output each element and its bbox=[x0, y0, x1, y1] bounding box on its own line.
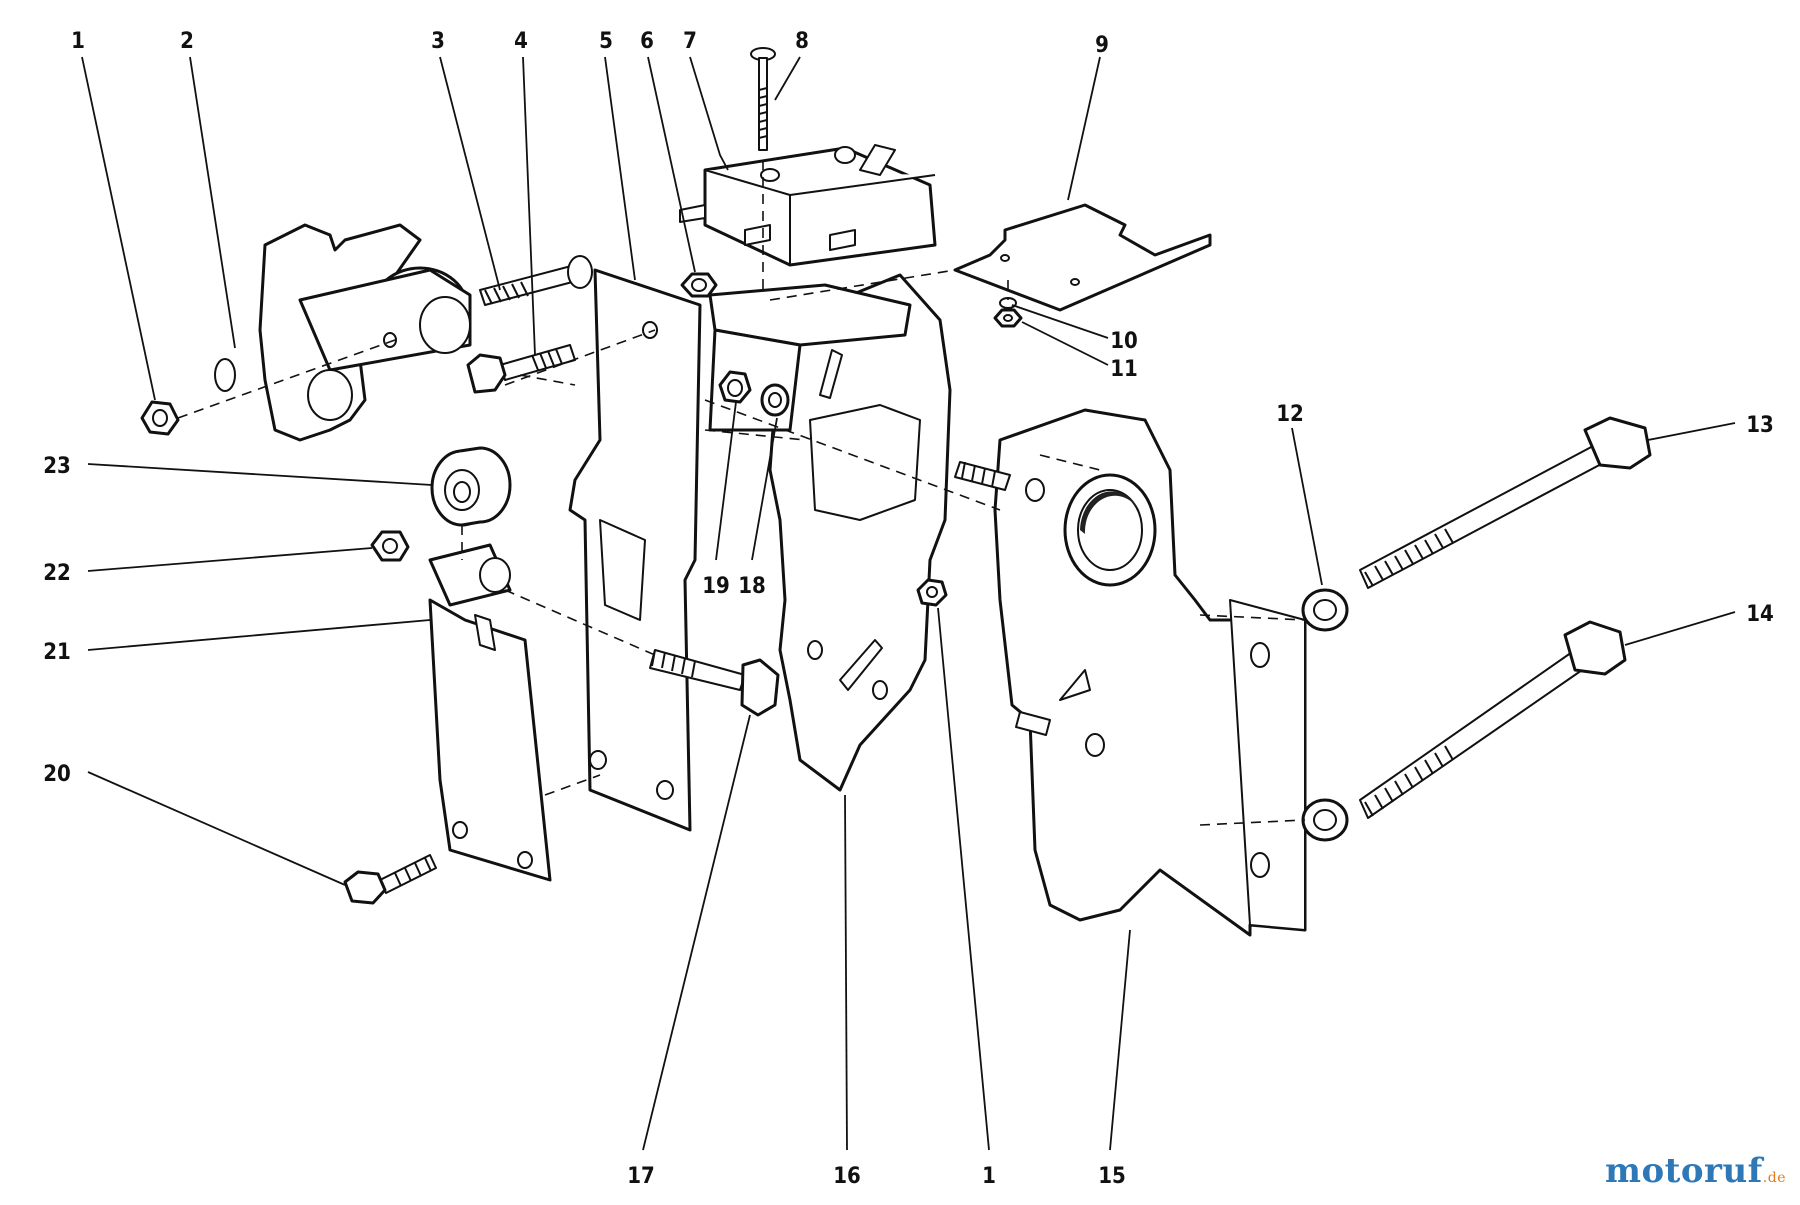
leader-1b bbox=[937, 607, 990, 1151]
callout-20: 20 bbox=[43, 762, 71, 787]
assembly-lines bbox=[177, 160, 1306, 826]
leader-12 bbox=[1291, 427, 1323, 586]
leader-23 bbox=[87, 463, 433, 486]
part-9-plate bbox=[953, 203, 1212, 312]
callout-23: 23 bbox=[43, 454, 71, 479]
part-11-nut bbox=[993, 308, 1023, 328]
callout-11: 11 bbox=[1110, 357, 1138, 382]
part-23-bearing bbox=[430, 446, 512, 527]
stud-upper bbox=[954, 461, 1011, 491]
leader-20 bbox=[87, 771, 346, 886]
part-4-bolt bbox=[466, 344, 576, 394]
callout-14: 14 bbox=[1746, 602, 1774, 627]
leader-4 bbox=[522, 56, 536, 356]
part-12-washer-lower bbox=[1301, 798, 1349, 842]
stud-lower bbox=[1015, 711, 1051, 736]
part-6-nut bbox=[680, 272, 718, 298]
callout-21: 21 bbox=[43, 640, 71, 665]
callout-1-bottom: 1 bbox=[982, 1164, 996, 1189]
leader-13 bbox=[1647, 422, 1736, 441]
watermark-suffix: .de bbox=[1762, 1170, 1786, 1186]
part-16-plate bbox=[768, 273, 952, 792]
callout-16: 16 bbox=[833, 1164, 861, 1189]
part-13-bolt bbox=[1359, 416, 1652, 589]
callout-13: 13 bbox=[1746, 413, 1774, 438]
leader-15 bbox=[1109, 929, 1131, 1151]
part-5-plate bbox=[568, 268, 702, 832]
callout-5: 5 bbox=[599, 29, 613, 54]
leader-1a bbox=[81, 56, 156, 401]
part-14-bolt bbox=[1359, 620, 1627, 819]
callout-9: 9 bbox=[1095, 33, 1109, 58]
callout-1-top: 1 bbox=[71, 29, 85, 54]
leader-17 bbox=[642, 714, 751, 1151]
leader-6 bbox=[647, 56, 696, 273]
leader-14 bbox=[1624, 611, 1736, 646]
part-8-screw bbox=[750, 47, 776, 151]
spacer bbox=[428, 543, 512, 607]
callout-19: 19 bbox=[702, 574, 730, 599]
callout-22: 22 bbox=[43, 561, 71, 586]
callout-3: 3 bbox=[431, 29, 445, 54]
watermark-logo: motoruf.de bbox=[1605, 1151, 1786, 1191]
leader-3 bbox=[439, 56, 501, 291]
watermark-text: motoruf bbox=[1605, 1151, 1763, 1191]
leader-9 bbox=[1067, 56, 1101, 201]
callout-17: 17 bbox=[627, 1164, 655, 1189]
part-17-bolt bbox=[649, 649, 780, 717]
callout-2: 2 bbox=[180, 29, 194, 54]
part-1-nut-left bbox=[140, 400, 180, 436]
part-12-washer-upper bbox=[1301, 588, 1349, 632]
leader-7 bbox=[689, 56, 729, 171]
leader-18 bbox=[751, 417, 778, 561]
callout-10: 10 bbox=[1110, 329, 1138, 354]
part-7-switch bbox=[679, 144, 937, 267]
leader-22 bbox=[87, 547, 373, 572]
part-3-stud bbox=[479, 255, 593, 306]
leader-lines bbox=[81, 56, 1736, 1151]
leader-11 bbox=[1021, 321, 1109, 366]
part-22-nut bbox=[370, 530, 410, 562]
callout-15: 15 bbox=[1098, 1164, 1126, 1189]
callout-6: 6 bbox=[640, 29, 654, 54]
part-1-nut-right bbox=[916, 578, 948, 607]
callout-12: 12 bbox=[1276, 402, 1304, 427]
callout-18: 18 bbox=[738, 574, 766, 599]
callout-4: 4 bbox=[514, 29, 528, 54]
part-18-washer bbox=[760, 383, 790, 417]
callout-7: 7 bbox=[683, 29, 697, 54]
part-21-plate bbox=[428, 598, 552, 882]
leader-10 bbox=[1011, 304, 1109, 339]
leader-2 bbox=[189, 56, 236, 349]
part-2-pivot-bracket bbox=[214, 223, 472, 442]
callout-8: 8 bbox=[795, 29, 809, 54]
leader-21 bbox=[87, 619, 431, 651]
part-15-bracket bbox=[993, 408, 1307, 937]
leader-19 bbox=[715, 401, 737, 561]
leader-8 bbox=[774, 56, 801, 101]
part-19-nut bbox=[718, 370, 752, 404]
callout-labels: 1 2 3 4 5 6 7 8 9 10 11 12 13 14 15 16 1… bbox=[43, 29, 1774, 1189]
part-20-bolt bbox=[343, 854, 437, 905]
leader-16 bbox=[844, 794, 848, 1151]
leader-5 bbox=[604, 56, 636, 281]
